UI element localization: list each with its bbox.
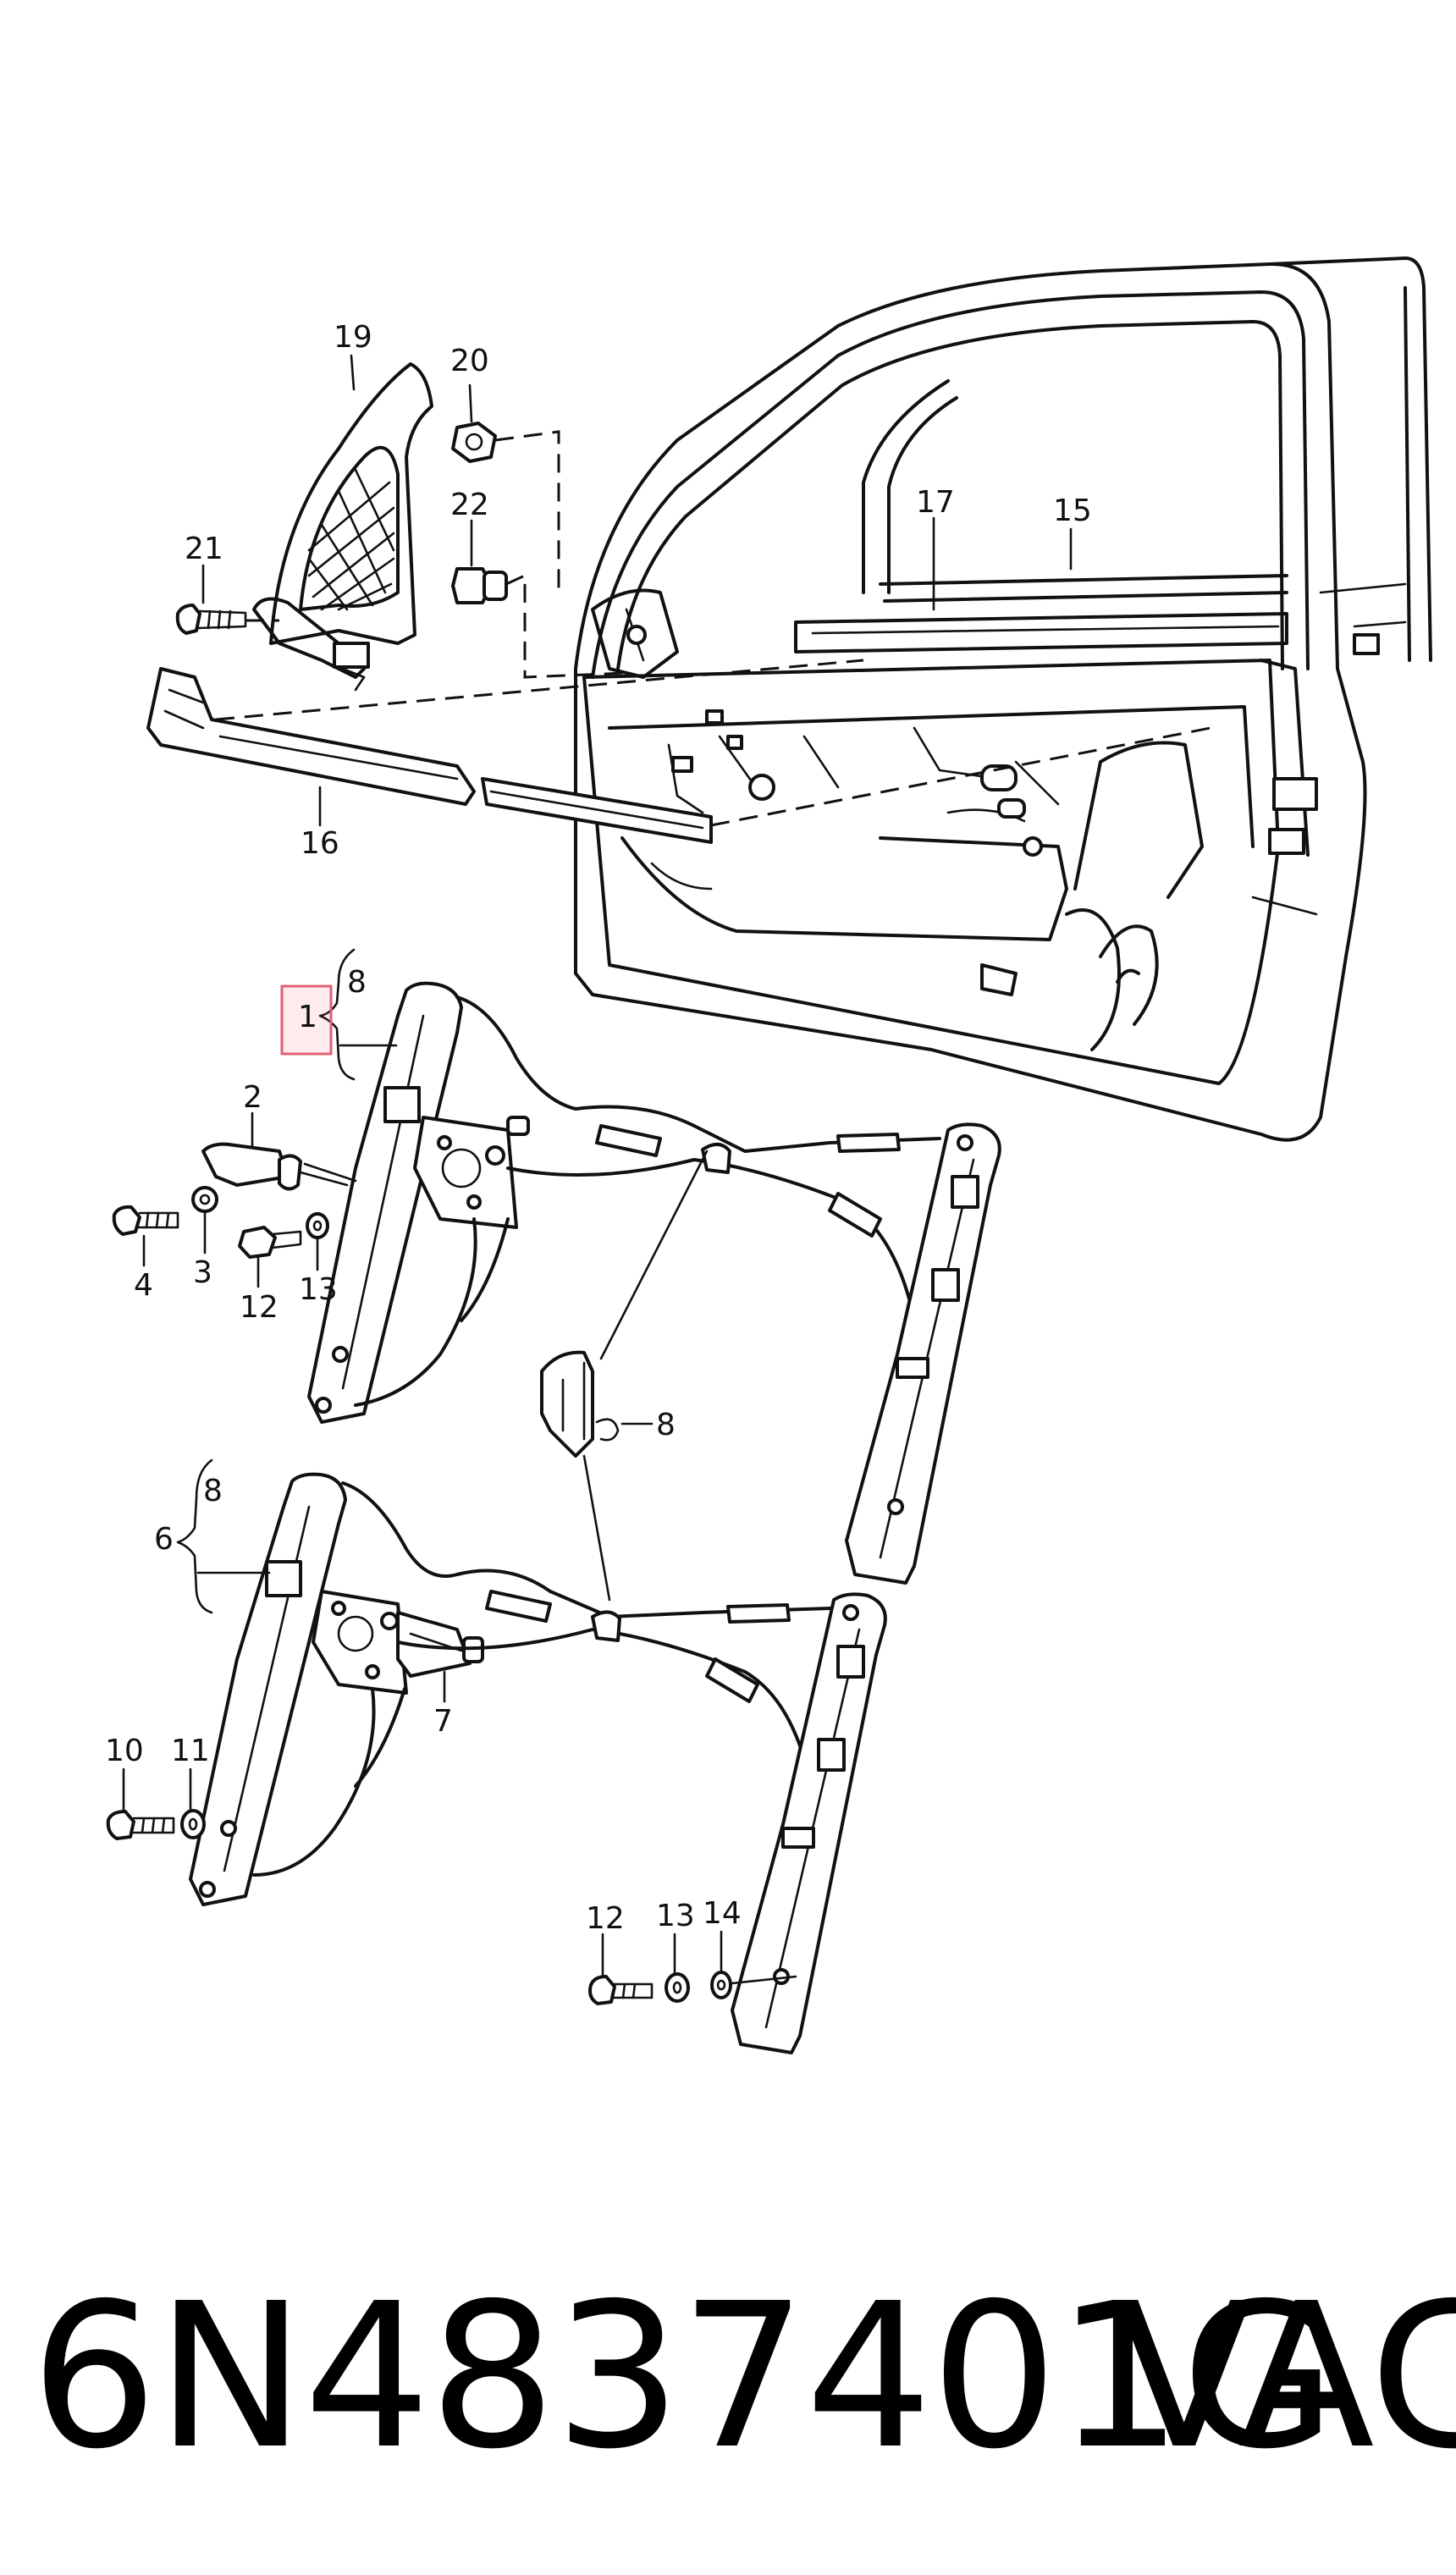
callout-21: 21 bbox=[185, 532, 223, 566]
dash-22 bbox=[505, 573, 627, 679]
callout-17: 17 bbox=[916, 485, 955, 520]
callout-3: 3 bbox=[193, 1255, 212, 1290]
callout-16: 16 bbox=[301, 826, 339, 861]
callout-labels: 19 20 22 21 17 15 16 1 8 2 4 3 12 13 8 6… bbox=[105, 320, 1092, 1936]
clip-22 bbox=[451, 567, 508, 604]
bracket-6 bbox=[176, 1458, 213, 1614]
callout-20: 20 bbox=[450, 344, 489, 378]
callout-8-clip: 8 bbox=[656, 1408, 676, 1442]
leader-20 bbox=[468, 383, 473, 423]
callout-8-top: 8 bbox=[347, 965, 367, 1000]
mirror-trim-cover bbox=[252, 362, 433, 692]
nut-20 bbox=[451, 422, 497, 463]
screw-21 bbox=[175, 604, 247, 635]
window-seal-strip bbox=[146, 659, 1211, 844]
callout-4: 4 bbox=[134, 1268, 153, 1303]
callout-19: 19 bbox=[334, 320, 372, 355]
leader-19 bbox=[350, 354, 356, 391]
callout-14: 14 bbox=[703, 1896, 742, 1931]
callout-12-bottom: 12 bbox=[586, 1901, 625, 1936]
callout-10: 10 bbox=[105, 1734, 144, 1768]
brand-name: VAG bbox=[1116, 2260, 1456, 2493]
callout-13-bottom: 13 bbox=[656, 1899, 695, 1933]
callout-2: 2 bbox=[243, 1080, 262, 1115]
window-regulator-manual bbox=[112, 981, 1001, 1585]
bracket-1 bbox=[318, 948, 356, 1081]
door-shell bbox=[574, 256, 1432, 1142]
callout-8-bottom: 8 bbox=[203, 1474, 223, 1508]
window-regulator-electric bbox=[106, 1472, 887, 2054]
leader-8-cable-down bbox=[582, 1454, 611, 1602]
dash-20 bbox=[494, 430, 560, 593]
callout-11: 11 bbox=[171, 1734, 210, 1768]
part-number: 6N4837401G bbox=[30, 2260, 1337, 2493]
callout-6: 6 bbox=[154, 1522, 174, 1557]
callout-12-top: 12 bbox=[240, 1290, 279, 1325]
leader-2-link bbox=[303, 1162, 357, 1183]
callout-22: 22 bbox=[450, 488, 489, 522]
callout-1: 1 bbox=[298, 1000, 317, 1034]
leader-8-cable-up bbox=[599, 1150, 709, 1360]
highlight-box-1 bbox=[280, 984, 333, 1056]
callout-7: 7 bbox=[433, 1704, 453, 1739]
callout-15: 15 bbox=[1053, 493, 1092, 528]
callout-13-top: 13 bbox=[299, 1272, 338, 1307]
